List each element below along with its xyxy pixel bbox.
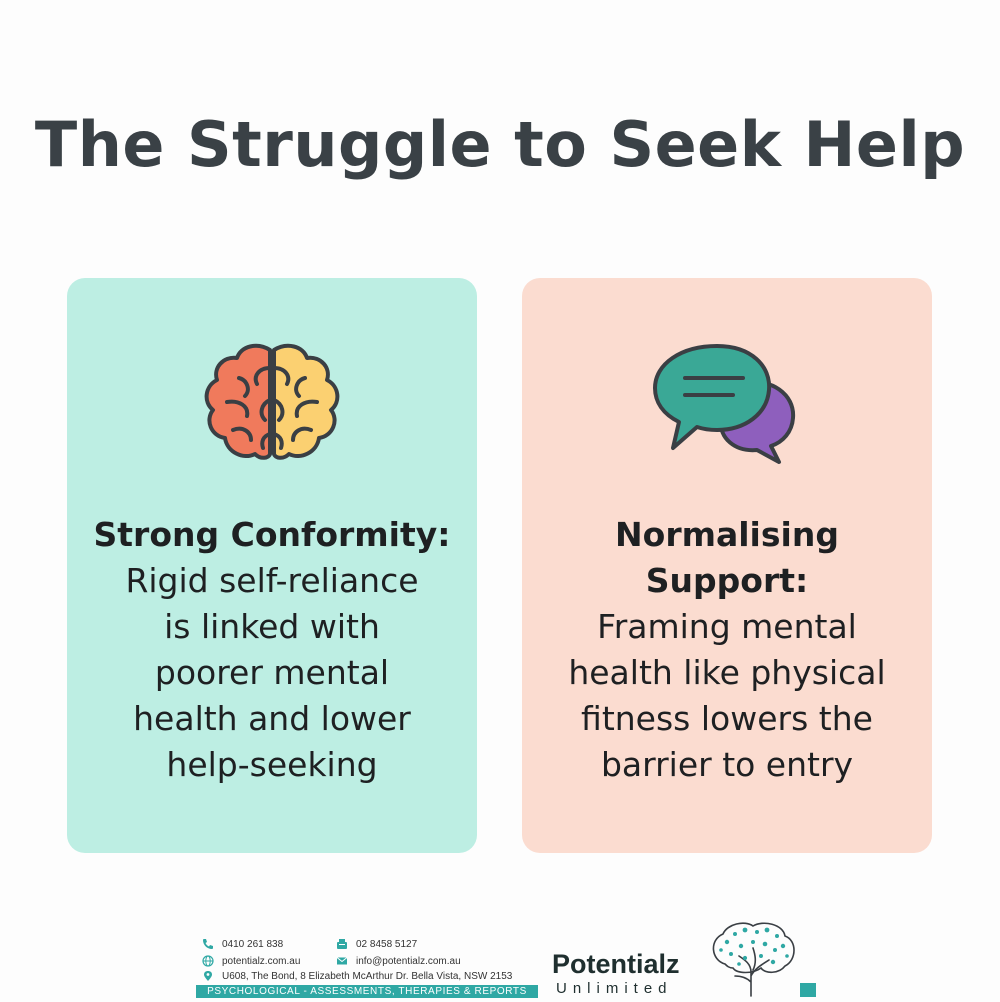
card-body-line: Rigid self-reliance [125,561,419,600]
email-link: info@potentialz.com.au [356,955,461,967]
page-title: The Struggle to Seek Help [34,108,966,181]
brain-icon [67,338,477,468]
card-body-line: health and lower [133,699,411,738]
address-text: U608, The Bond, 8 Elizabeth McArthur Dr.… [222,970,513,982]
card-heading-line: Normalising [615,515,839,554]
card-heading: Strong Conformity: [93,515,451,554]
card-body-line: barrier to entry [600,745,854,784]
contact-fax[interactable]: 02 8458 5127 [336,938,417,950]
card-normalising-support: Normalising Support: Framing mental heal… [522,278,932,853]
fax-icon [336,938,348,950]
tree-logo-icon [705,920,800,1002]
envelope-icon [336,955,348,967]
contact-website[interactable]: potentialz.com.au [202,955,300,967]
phone-icon [202,938,214,950]
card-heading-line: Support: [645,561,809,600]
card-strong-conformity: Strong Conformity: Rigid self-reliance i… [67,278,477,853]
phone-number: 0410 261 838 [222,938,284,950]
fax-number: 02 8458 5127 [356,938,418,950]
website-link: potentialz.com.au [222,955,301,967]
card-body-line: Framing mental [597,607,857,646]
card-body-line: fitness lowers the [581,699,873,738]
tagline-banner: PSYCHOLOGICAL - ASSESSMENTS, THERAPIES &… [196,985,538,998]
card-body-line: poorer mental [154,653,390,692]
contact-phone[interactable]: 0410 261 838 [202,938,283,950]
card-body-line: is linked with [164,607,380,646]
globe-icon [202,955,214,967]
brand-name: Potentialz [552,949,680,979]
brand-subtitle: Unlimited [556,980,673,997]
contact-email[interactable]: info@potentialz.com.au [336,955,461,967]
card-body-line: help-seeking [166,745,378,784]
brand-accent-square [800,983,816,997]
speech-bubbles-icon [522,338,932,468]
map-pin-icon [202,970,214,982]
card-body-line: health like physical [568,653,886,692]
contact-address: U608, The Bond, 8 Elizabeth McArthur Dr.… [202,970,512,982]
